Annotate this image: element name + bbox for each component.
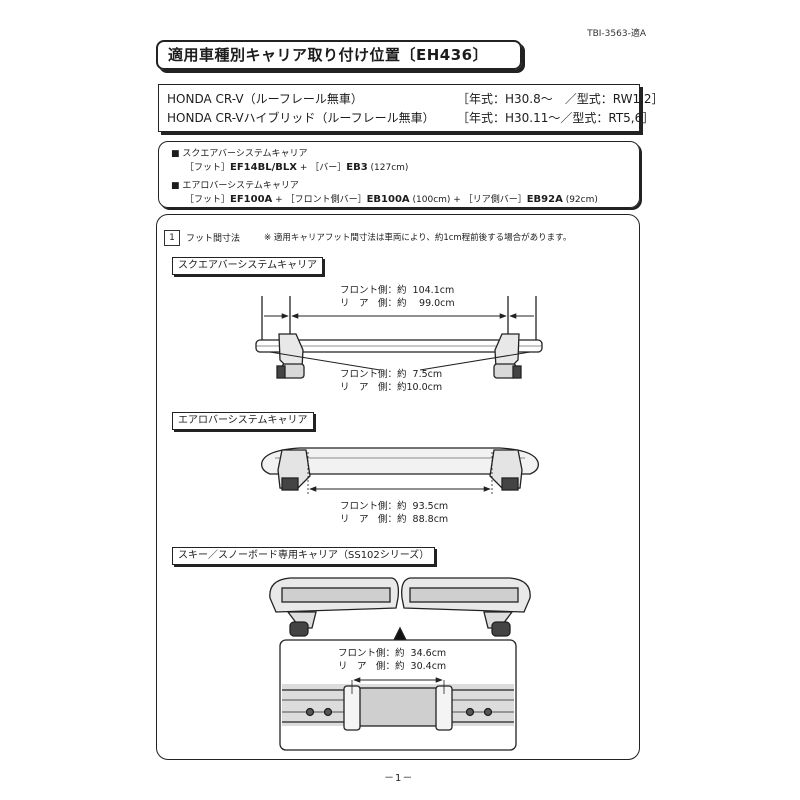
vehicle-model: HONDA CR-V（ルーフレール無車） xyxy=(167,92,363,106)
front-bar-size: (100cm) + xyxy=(409,195,464,205)
square-carrier-illustration xyxy=(255,296,543,379)
front-offset-measurement: フロント側：約 7.5cm xyxy=(340,369,443,380)
square-main-measurements: フロント側：約 104.1cm リ ア 側：約 99.0cm xyxy=(340,284,455,310)
front-bar-code: EB100A xyxy=(366,194,410,205)
rear-bar-code: EB92A xyxy=(526,194,563,205)
rear-measurement: リ ア 側：約 99.0cm xyxy=(340,298,455,309)
aero-carrier-illustration xyxy=(261,447,539,494)
rear-measurement: リ ア 側：約 30.4cm xyxy=(338,661,447,672)
front-measurement: フロント側：約 93.5cm xyxy=(340,501,449,512)
rear-bar-size: (92cm) xyxy=(562,195,598,205)
aero-carrier-parts: ［フット］EF100A + ［フロント側バー］EB100A (100cm) + … xyxy=(185,192,598,205)
document-id: TBI-3563-適A xyxy=(587,29,646,39)
page-title: 適用車種別キャリア取り付け位置〔EH436〕 xyxy=(156,40,522,70)
front-measurement: フロント側：約 34.6cm xyxy=(338,648,447,659)
vehicle-box: HONDA CR-V（ルーフレール無車） ［年式：H30.8～ ／型式：RW1,… xyxy=(158,84,664,132)
front-bar-label: ［フロント側バー］ xyxy=(285,195,367,205)
foot-label: ［フット］ xyxy=(185,163,231,173)
product-box: ■ スクエアバーシステムキャリア ［フット］EF14BL/BLX + ［バー］E… xyxy=(158,141,640,208)
vehicle-row: HONDA CR-Vハイブリッド（ルーフレール無車） ［年式：H30.11～／型… xyxy=(167,109,654,127)
section-note: ※ 適用キャリアフット間寸法は車両により、約1cm程前後する場合があります。 xyxy=(264,233,572,243)
rear-bar-label: ［リア側バー］ xyxy=(463,195,527,205)
bar-label: ［バー］ xyxy=(310,163,347,173)
ski-carrier-label: スキー／スノーボード専用キャリア（SS102シリーズ） xyxy=(172,547,436,565)
plus-sign: + xyxy=(272,195,286,205)
vehicle-model: HONDA CR-Vハイブリッド（ルーフレール無車） xyxy=(167,111,435,125)
square-dimension-arrows xyxy=(264,313,534,371)
vehicle-row: HONDA CR-V（ルーフレール無車） ［年式：H30.8～ ／型式：RW1,… xyxy=(167,90,664,108)
main-panel xyxy=(156,214,640,760)
square-carrier-label: スクエアバーシステムキャリア xyxy=(172,257,324,275)
ski-detail-view xyxy=(279,639,517,751)
aero-carrier-heading: ■ エアロバーシステムキャリア xyxy=(171,181,299,191)
square-carrier-parts: ［フット］EF14BL/BLX + ［バー］EB3 (127cm) xyxy=(185,160,408,173)
vehicle-year-type: ［年式：H30.11～／型式：RT5,6］ xyxy=(457,111,655,125)
rear-offset-measurement: リ ア 側：約10.0cm xyxy=(340,382,443,393)
aero-carrier-label: エアロバーシステムキャリア xyxy=(172,412,314,430)
ski-carrier-illustration xyxy=(269,577,531,641)
section-title: フット間寸法 xyxy=(186,234,241,244)
square-offset-measurements: フロント側：約 7.5cm リ ア 側：約10.0cm xyxy=(340,368,442,394)
rear-measurement: リ ア 側：約 88.8cm xyxy=(340,514,449,525)
plus-sign: + xyxy=(296,163,311,173)
vehicle-year-type: ［年式：H30.8～ ／型式：RW1,2］ xyxy=(457,92,664,106)
foot-label: ［フット］ xyxy=(185,195,231,205)
ski-measurements: フロント側：約 34.6cm リ ア 側：約 30.4cm xyxy=(338,647,446,673)
square-carrier-heading: ■ スクエアバーシステムキャリア xyxy=(171,149,308,159)
foot-code: EF14BL/BLX xyxy=(230,162,297,173)
bar-code: EB3 xyxy=(346,162,368,173)
aero-measurements: フロント側：約 93.5cm リ ア 側：約 88.8cm xyxy=(340,500,448,526)
foot-code: EF100A xyxy=(230,194,273,205)
front-measurement: フロント側：約 104.1cm xyxy=(340,285,455,296)
section-number: 1 xyxy=(164,230,180,246)
bar-size: (127cm) xyxy=(367,163,409,173)
page-number: －1－ xyxy=(384,773,414,784)
